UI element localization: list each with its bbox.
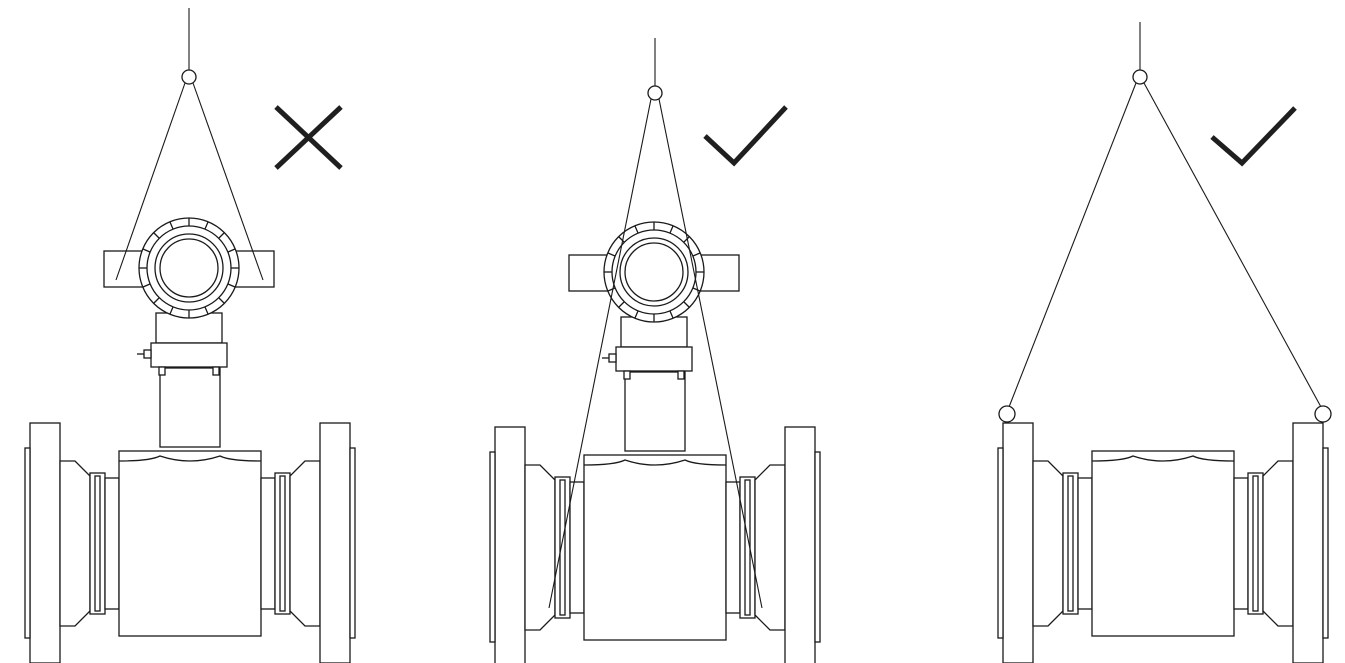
panel-3-lift-by-flanges [997, 22, 1332, 663]
panel-3-check-mark-icon [1210, 106, 1297, 167]
panel-1-lifting-sling [115, 8, 264, 281]
panel-1-lift-by-transmitter [24, 8, 356, 663]
panel-2-check-mark-icon [703, 105, 788, 167]
panel-2-flowmeter-body [489, 371, 821, 663]
panel-3-flowmeter-body [997, 422, 1329, 663]
panel-1-flowmeter-body [24, 367, 356, 663]
panel-2-lifting-sling [548, 38, 763, 609]
panel-1-cross-mark-icon [274, 105, 343, 170]
panel-3-lifting-sling [998, 22, 1332, 423]
panel-2-lift-by-body [489, 38, 821, 663]
panel-2-transmitter-head [568, 221, 740, 380]
